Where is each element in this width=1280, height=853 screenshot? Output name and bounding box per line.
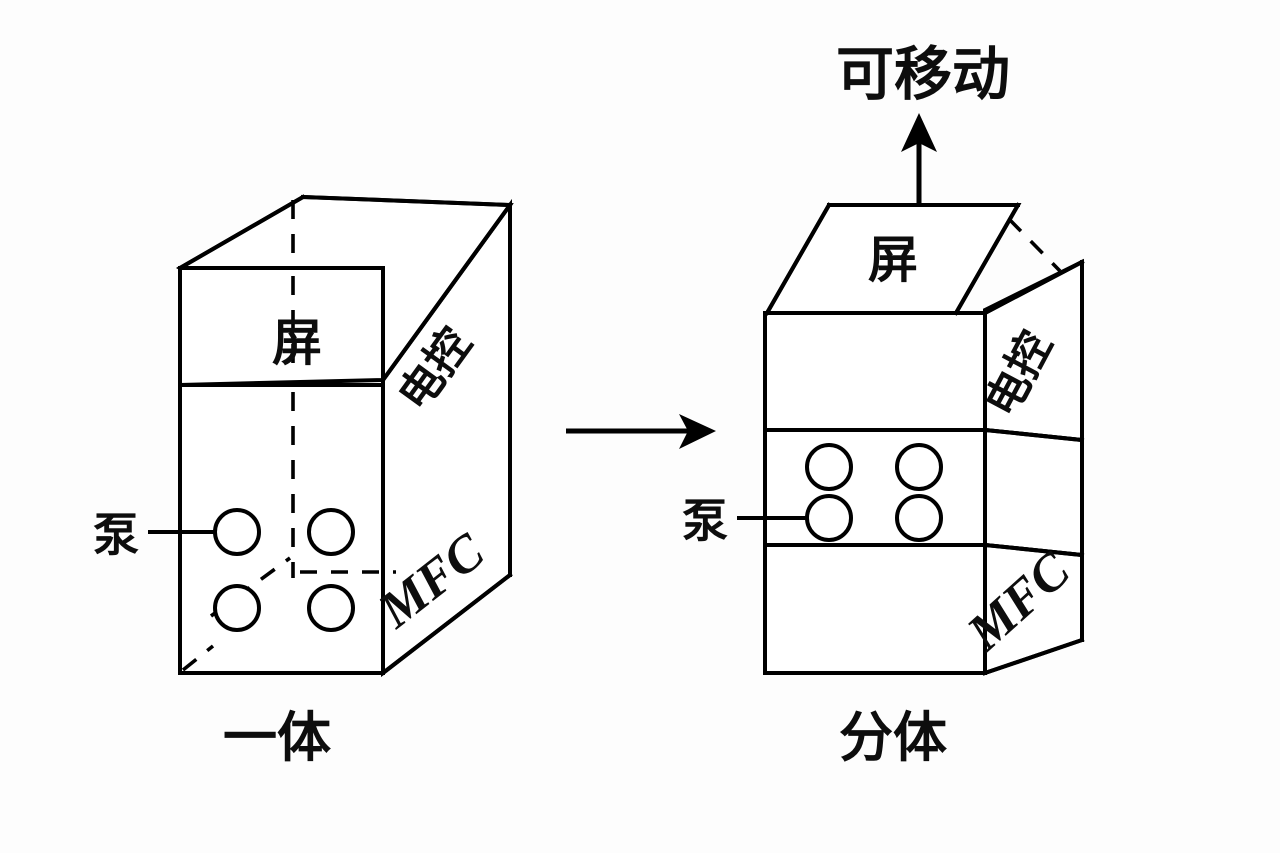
movable-callout-group: 可移动 [836, 40, 1010, 205]
transition-arrow-head [679, 414, 716, 449]
right-unit-pump-port-3[interactable] [805, 494, 853, 542]
right-unit-pump-port-2[interactable] [895, 443, 943, 491]
right-unit-edge-control-top-right [982, 259, 1085, 316]
right-unit-pump-port-1[interactable] [805, 443, 853, 491]
left-unit-hidden-diagonal-lower [181, 644, 215, 672]
left-unit-caption: 一体 [223, 706, 331, 769]
right-unit-edge-side-divider-1 [982, 427, 1085, 443]
right-unit-group[interactable]: 屏 电控 MFC 泵 分体 [682, 202, 1085, 769]
right-unit-detach-hinge-dashed [1007, 217, 1062, 273]
right-unit-pump-port-4[interactable] [895, 494, 943, 542]
left-unit-pump-port-3[interactable] [213, 584, 261, 632]
left-unit-pump-label: 泵 [93, 508, 139, 562]
right-unit-control-front-face [763, 311, 987, 432]
left-unit-edge-top-right [380, 202, 513, 383]
left-unit-pump-port-4[interactable] [307, 584, 355, 632]
right-unit-edge-side-divider-2 [982, 542, 1085, 558]
left-unit-pump-port-1[interactable] [213, 508, 261, 556]
right-unit-mfc-front-face [763, 543, 987, 675]
right-unit-lid-edge-left [764, 202, 832, 316]
left-unit-screen-label: 屏 [272, 314, 322, 372]
right-unit-pump-label: 泵 [682, 494, 728, 548]
right-unit-pump-front-face [763, 428, 987, 547]
right-unit-pump-side-face [983, 427, 1084, 558]
left-unit-edge-bottom-right [380, 572, 513, 676]
transition-arrow-group [566, 414, 716, 449]
left-unit-group[interactable]: 屏 电控 MFC 泵 一体 [93, 194, 514, 769]
right-unit-caption: 分体 [839, 706, 947, 769]
left-unit-edge-top-back [300, 194, 513, 208]
right-unit-lid-edge-right [953, 202, 1021, 316]
movable-arrow-head [901, 113, 937, 152]
movable-callout-label: 可移动 [836, 40, 1010, 108]
right-unit-screen-label: 屏 [868, 231, 918, 289]
left-unit-edge-top-left [177, 194, 306, 271]
right-unit-edge-bottom-right [982, 637, 1085, 676]
left-unit-pump-port-2[interactable] [307, 508, 355, 556]
